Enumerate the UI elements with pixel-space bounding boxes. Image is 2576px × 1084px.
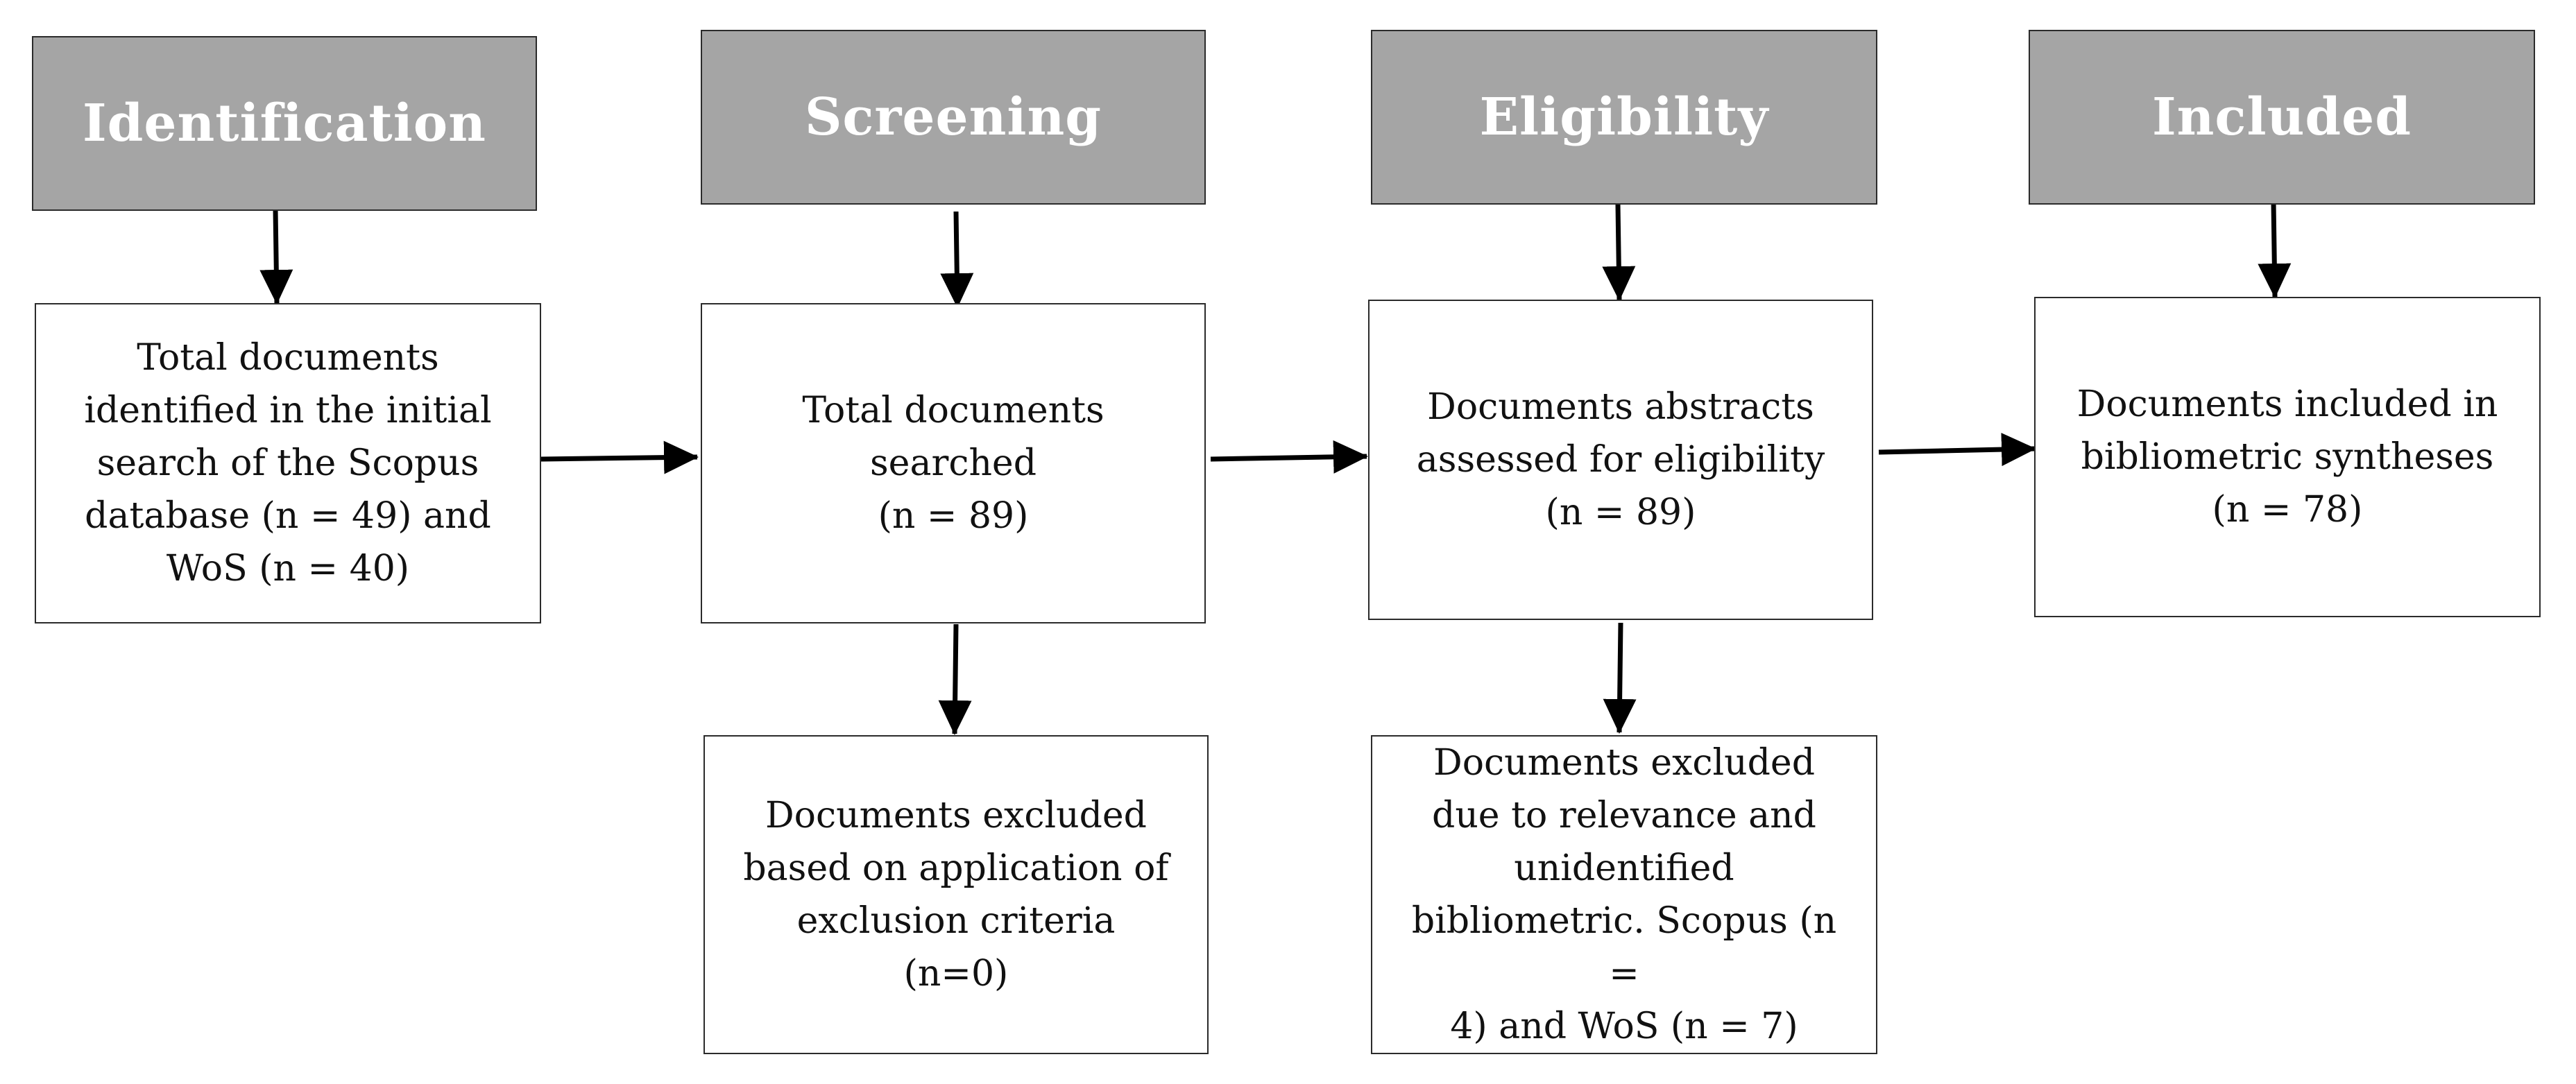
box-line: due to relevance and xyxy=(1432,795,1816,836)
box-line: Total documents xyxy=(137,337,439,379)
arrow-assessed-to-excluded xyxy=(1603,622,1637,734)
box-assessed: Documents abstracts assessed for eligibi… xyxy=(1368,300,1873,620)
arrow-eligibility-down xyxy=(1602,204,1636,301)
stage-identification: Identification xyxy=(32,36,537,211)
arrow-included-down xyxy=(2258,202,2292,298)
box-line: search of the Scopus xyxy=(96,442,479,484)
box-searched-text: Total documents searched (n = 89) xyxy=(802,384,1104,542)
box-assessed-text: Documents abstracts assessed for eligibi… xyxy=(1417,381,1825,539)
arrow-screening-down xyxy=(940,211,974,308)
box-line: 4) and WoS (n = 7) xyxy=(1450,1006,1798,1047)
box-excluded-screening-text: Documents excluded based on application … xyxy=(743,789,1168,1000)
box-line: (n = 89) xyxy=(878,495,1029,537)
box-line: searched xyxy=(870,442,1037,484)
box-line: assessed for eligibility xyxy=(1416,439,1825,481)
box-line: (n = 78) xyxy=(2212,489,2363,531)
stage-screening: Screening xyxy=(701,30,1206,205)
box-included-text: Documents included in bibliometric synth… xyxy=(2077,378,2498,536)
stage-included: Included xyxy=(2029,30,2535,205)
arrow-assessed-to-included xyxy=(1878,433,2036,467)
box-searched: Total documents searched (n = 89) xyxy=(701,303,1206,623)
arrow-searched-to-excluded xyxy=(938,623,972,735)
box-line: Documents excluded xyxy=(1433,742,1815,784)
box-line: based on application of xyxy=(743,848,1169,889)
box-line: unidentified xyxy=(1514,848,1734,889)
arrow-identification-down xyxy=(259,209,293,304)
box-line: exclusion criteria xyxy=(796,900,1116,942)
box-line: database (n = 49) and xyxy=(85,495,491,537)
box-line: Documents abstracts xyxy=(1427,386,1814,428)
box-line: bibliometric syntheses xyxy=(2081,436,2494,478)
box-line: (n=0) xyxy=(903,953,1009,995)
box-included: Documents included in bibliometric synth… xyxy=(2034,297,2541,617)
arrow-searched-to-assessed xyxy=(1210,440,1368,474)
box-line: identified in the initial xyxy=(84,390,492,431)
box-identified-text: Total documents identified in the initia… xyxy=(84,332,491,595)
box-line: Total documents xyxy=(802,390,1104,431)
box-line: bibliometric. Scopus (n = xyxy=(1411,900,1837,995)
box-line: WoS (n = 40) xyxy=(166,548,410,590)
box-excluded-screening: Documents excluded based on application … xyxy=(703,735,1209,1054)
arrow-identified-to-searched xyxy=(540,440,699,474)
box-identified: Total documents identified in the initia… xyxy=(35,303,541,623)
box-excluded-eligibility: Documents excluded due to relevance and … xyxy=(1371,735,1877,1054)
stage-eligibility: Eligibility xyxy=(1371,30,1877,205)
box-line: Documents included in xyxy=(2076,384,2498,425)
box-excluded-eligibility-text: Documents excluded due to relevance and … xyxy=(1400,737,1848,1053)
box-line: Documents excluded xyxy=(765,795,1147,836)
box-line: (n = 89) xyxy=(1545,492,1696,533)
